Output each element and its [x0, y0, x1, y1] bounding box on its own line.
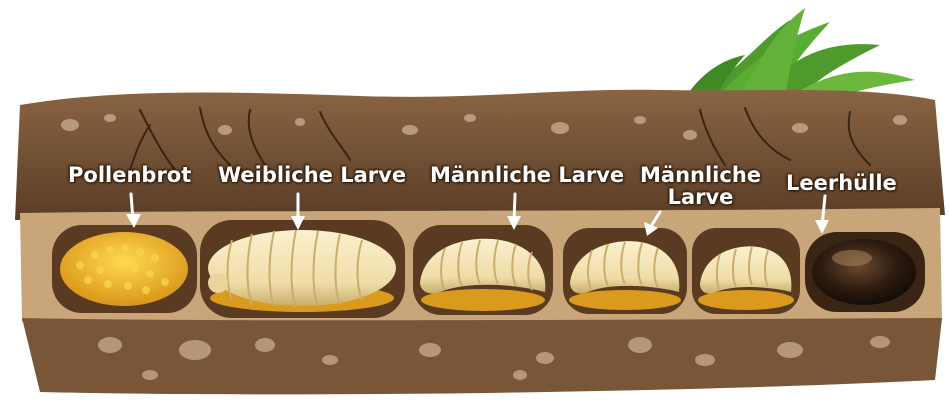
lower-soil: [22, 318, 942, 394]
pollen-ball: [60, 232, 188, 306]
grass-tuft: [685, 8, 915, 100]
shell-highlight: [832, 250, 872, 266]
upper-soil: [15, 90, 945, 220]
label-maennliche-larve-1: Männliche Larve: [430, 164, 624, 186]
label-maennliche-larve-2: Männliche Larve: [640, 164, 761, 208]
label-leerhuelle: Leerhülle: [786, 172, 897, 194]
label-weibliche-larve: Weibliche Larve: [218, 164, 406, 186]
pollen-bed-male-2: [569, 290, 681, 310]
pollen-bed-male-1: [421, 289, 545, 311]
empty-shell: [812, 239, 916, 305]
label-pollenbrot: Pollenbrot: [68, 164, 191, 186]
